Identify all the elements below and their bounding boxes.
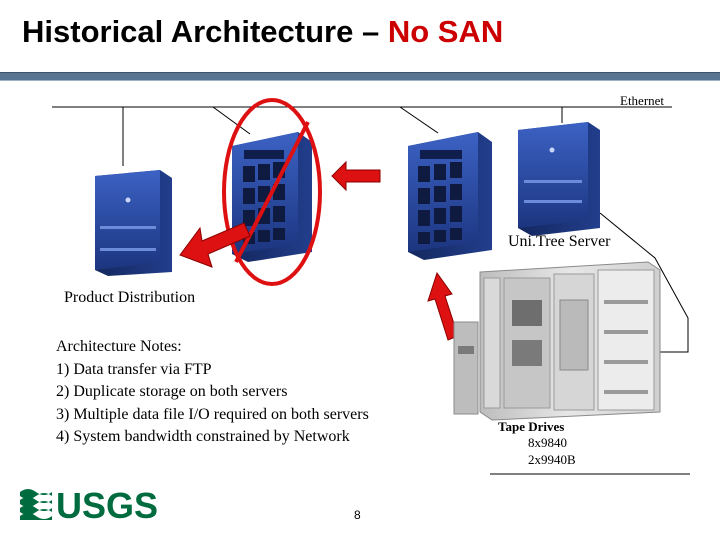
tape-library xyxy=(479,261,661,421)
middle-storage-server xyxy=(408,132,492,260)
server-to-library-link xyxy=(599,212,689,353)
tape-drives-label: Tape Drives xyxy=(498,419,565,434)
title-main: Historical Architecture – xyxy=(22,14,388,49)
no-san-prohibition-icon xyxy=(222,98,322,286)
usgs-logo: USGS xyxy=(20,485,158,522)
slide-title: Historical Architecture – No SAN xyxy=(22,14,503,50)
title-accent: No SAN xyxy=(387,14,504,49)
note-item: 1) Data transfer via FTP xyxy=(56,360,212,378)
usgs-wave-mark xyxy=(20,489,52,520)
unitree-server xyxy=(518,122,600,236)
ethernet-drop-crossed xyxy=(212,106,251,135)
tape-library-side-slot xyxy=(458,346,474,354)
note-item: 4) System bandwidth constrained by Netwo… xyxy=(56,428,350,445)
tape-8x9840-label: 8x9840 xyxy=(528,435,567,450)
tape-library-side-cabinet xyxy=(453,321,479,415)
title-divider xyxy=(0,72,720,81)
notes-heading: Architecture Notes: xyxy=(56,338,182,355)
arrow-from-library-icon xyxy=(427,271,459,341)
page-number: 8 xyxy=(354,508,361,522)
usgs-logo-text: USGS xyxy=(56,485,158,522)
product-distribution-server xyxy=(95,170,172,276)
arrow-to-distribution-icon xyxy=(179,222,251,268)
architecture-notes: Architecture Notes: 1) Data transfer via… xyxy=(56,336,369,449)
arrow-between-servers-icon xyxy=(331,160,381,192)
ethernet-label: Ethernet xyxy=(620,93,665,108)
note-item: 3) Multiple data file I/O required on bo… xyxy=(56,405,369,423)
ethernet-drop-middle xyxy=(399,106,439,134)
note-item: 2) Duplicate storage on both servers xyxy=(56,383,288,400)
product-distribution-label: Product Distribution xyxy=(64,289,196,306)
tape-2x9940b-label: 2x9940B xyxy=(528,452,576,467)
unitree-server-label: Uni.Tree Server xyxy=(508,233,611,250)
